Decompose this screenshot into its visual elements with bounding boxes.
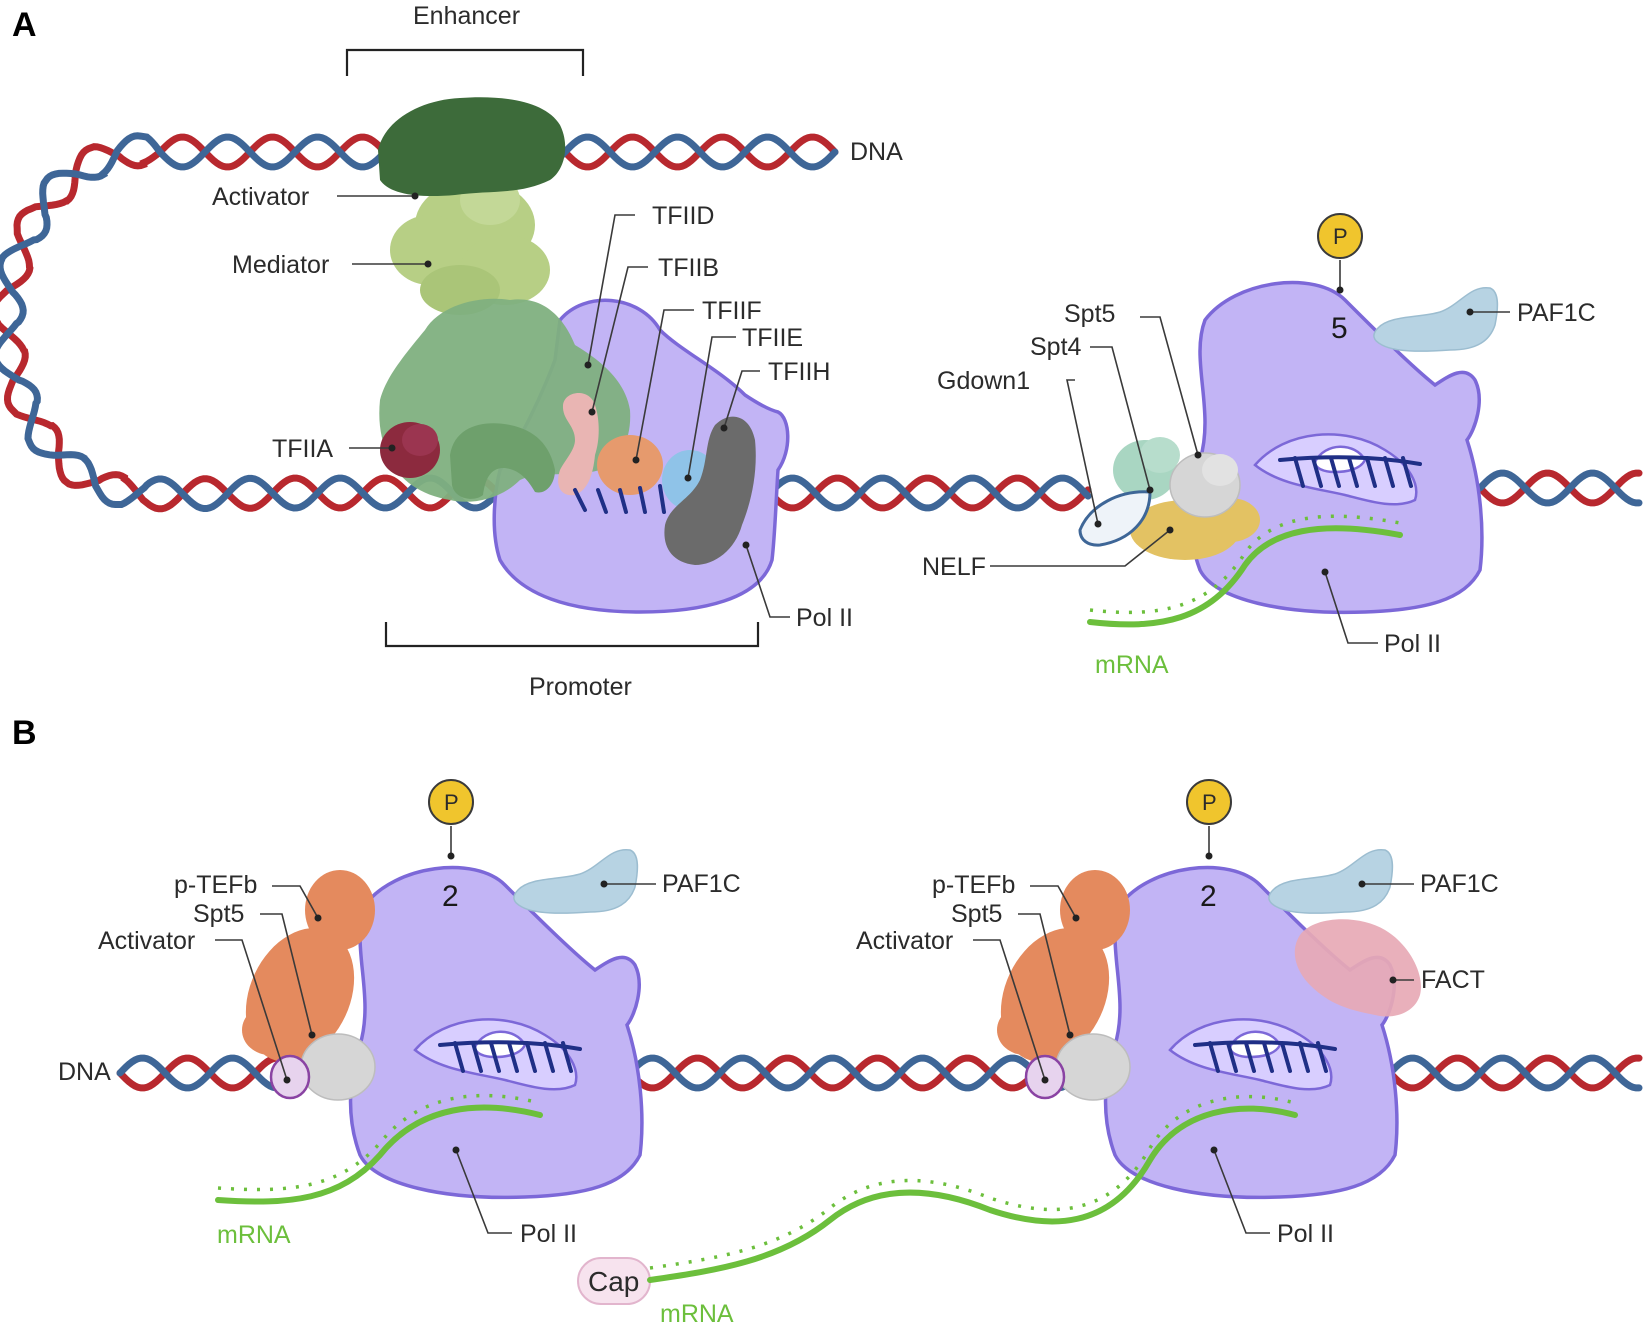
promoter-label: Promoter xyxy=(529,673,632,701)
dna-a-right-strand-red xyxy=(1476,469,1643,507)
pol2-b-left-template-strand xyxy=(453,1041,573,1073)
gdown1-shape xyxy=(1078,490,1152,547)
pol2-paused-complex xyxy=(1188,280,1484,615)
ptefb-shape-left xyxy=(242,870,375,1062)
mrna-b-left-backbone xyxy=(215,1104,543,1205)
leaders-a-left xyxy=(337,192,790,618)
paf1c-label-b-left: PAF1C xyxy=(662,870,741,898)
paf1c-label-a: PAF1C xyxy=(1517,299,1596,327)
nelf-label: NELF xyxy=(922,553,986,581)
gdown1-label: Gdown1 xyxy=(937,367,1030,395)
pol2-elongating-right xyxy=(1103,865,1399,1200)
pol2-label-b-left: Pol II xyxy=(520,1220,577,1248)
dna-label-a: DNA xyxy=(850,138,903,166)
mrna-label-a: mRNA xyxy=(1095,651,1169,679)
enhancer-bracket xyxy=(345,48,585,76)
phospho-label-b-left: P xyxy=(444,790,459,815)
pol2-b-right-template-strand xyxy=(1208,1041,1328,1073)
cap-label: Cap xyxy=(588,1266,639,1297)
dna-a-mid-strand-red xyxy=(766,474,1092,512)
tfiid-label: TFIID xyxy=(652,202,715,230)
pol2-b-left-dna-backbone xyxy=(438,1040,582,1051)
ser5-label: 5 xyxy=(1331,312,1348,345)
enhancer-label: Enhancer xyxy=(413,2,520,30)
tfiie-label: TFIIE xyxy=(742,324,803,352)
dna-label-b: DNA xyxy=(58,1058,111,1086)
fact-label: FACT xyxy=(1421,966,1485,994)
ptefb-label-left: p-TEFb xyxy=(174,871,257,899)
mrna-a-backbone xyxy=(1087,525,1403,628)
mrna-label-b-left: mRNA xyxy=(217,1221,291,1249)
tfiib-shape xyxy=(558,392,599,496)
leaders-a-right xyxy=(990,316,1378,644)
phospho-badge-a xyxy=(1317,213,1363,259)
tfiif-shape xyxy=(597,435,663,495)
ptefb-label-right: p-TEFb xyxy=(932,871,1015,899)
panel-b-label: B xyxy=(12,714,37,752)
pol2-a-right-template-strand xyxy=(1293,456,1413,488)
dna-helix-b xyxy=(116,1054,1643,1092)
tfiia-label: TFIIA xyxy=(272,435,333,463)
leaders-b xyxy=(215,880,1414,1234)
dna-helix-a xyxy=(0,132,1643,513)
phospho-badge-b-left xyxy=(428,779,474,825)
pol2-elongating-left xyxy=(348,865,644,1200)
tfiih-shape xyxy=(664,416,756,565)
dna-b-right-strand-red xyxy=(1386,1054,1643,1092)
pol2-left-label: Pol II xyxy=(796,604,853,632)
spt5-label-b-left: Spt5 xyxy=(193,900,244,928)
spt5-label-a: Spt5 xyxy=(1064,300,1115,328)
paf1c-shape-a xyxy=(1373,287,1499,352)
spt4-label: Spt4 xyxy=(1030,333,1082,361)
mrna-label-b-long: mRNA xyxy=(660,1300,734,1326)
tfiid-arch xyxy=(450,423,555,499)
phospho-label-a: P xyxy=(1333,224,1348,249)
dna-b-mid-strand-red xyxy=(626,1054,1102,1092)
dna-b-right-strand-blue xyxy=(1386,1054,1643,1092)
spt5-shape-b-right xyxy=(1055,1033,1131,1101)
activator-a-shape xyxy=(378,97,566,197)
phospho-badge-b-right xyxy=(1186,779,1232,825)
paf1c-label-b-right: PAF1C xyxy=(1420,870,1499,898)
tfiib-label: TFIIB xyxy=(658,254,719,282)
mrna-b-long-backbone xyxy=(647,1105,1298,1283)
dna-a-mid-strand-blue xyxy=(766,474,1092,512)
pol2-b-right-dna-backbone xyxy=(1193,1040,1337,1051)
activator-label-b-left: Activator xyxy=(98,927,195,955)
mediator-complex xyxy=(390,175,550,315)
dna-a-right-strand-blue xyxy=(1476,469,1643,507)
paf1c-shape-b-left xyxy=(513,849,639,914)
panel-a-label: A xyxy=(12,6,37,44)
promoter-bracket xyxy=(384,622,760,648)
fact-shape xyxy=(1294,919,1421,1017)
ser2-label-left: 2 xyxy=(442,880,459,913)
activator-label-a: Activator xyxy=(212,183,309,211)
dna-a-loop-strand-blue xyxy=(0,132,839,512)
tfiia-shape xyxy=(380,422,440,478)
template-strand-a-left xyxy=(573,484,666,514)
dna-b-mid-strand-blue xyxy=(626,1054,1102,1092)
pol2-label-b-right: Pol II xyxy=(1277,1220,1334,1248)
spt5-label-b-right: Spt5 xyxy=(951,900,1002,928)
activator-shape-b-left xyxy=(269,1054,311,1100)
spt5-shape-b-left xyxy=(300,1033,376,1101)
pol2-right-label: Pol II xyxy=(1384,630,1441,658)
activator-label-b-right: Activator xyxy=(856,927,953,955)
tfiid-shape xyxy=(379,298,631,502)
ser2-label-right: 2 xyxy=(1200,880,1217,913)
tfiif-label: TFIIF xyxy=(702,297,762,325)
phospho-label-b-right: P xyxy=(1202,790,1217,815)
pol2-a-right-dna-backbone xyxy=(1278,455,1422,466)
spt5-shape-a xyxy=(1169,452,1241,518)
paf1c-shape-b-right xyxy=(1268,849,1394,914)
tfiih-label: TFIIH xyxy=(768,358,831,386)
mediator-label: Mediator xyxy=(232,251,329,279)
